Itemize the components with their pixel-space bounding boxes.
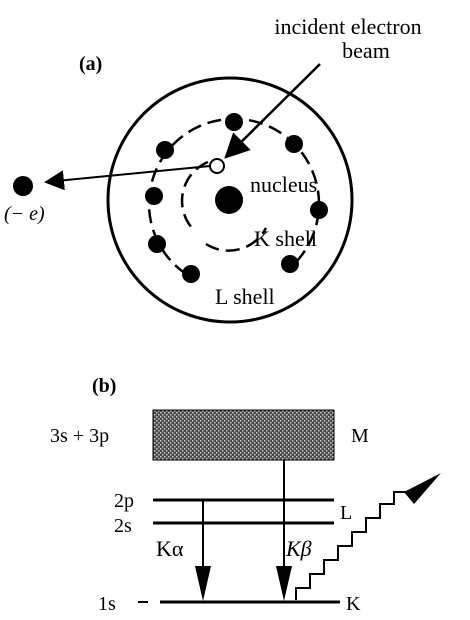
k-shell-vacancy — [210, 159, 224, 173]
electron-l-7 — [285, 135, 303, 153]
panel-b-label: (b) — [92, 375, 116, 397]
electron-l-3 — [145, 187, 163, 205]
electron-l-4 — [148, 235, 166, 253]
k-shell-orbit — [182, 162, 208, 228]
m-label: M — [351, 425, 369, 447]
m-shell-band — [153, 410, 334, 460]
k-label: K — [346, 593, 361, 615]
ejected-electron — [13, 176, 33, 196]
electron-k — [310, 201, 328, 219]
beam-label-line1: incident electron — [274, 14, 421, 39]
k-beta-arrowhead — [276, 566, 292, 601]
nucleus-label: nucleus — [250, 172, 317, 197]
level-2p-label: 2p — [114, 490, 134, 512]
xray-photon-arrowhead — [404, 473, 441, 504]
electron-l-1 — [225, 113, 243, 131]
k-shell-label: K shell — [254, 226, 317, 251]
ejected-electron-label: (− e) — [4, 203, 45, 225]
level-1s-label: 1s — [98, 593, 116, 615]
level-2s-label: 2s — [114, 515, 132, 537]
ejected-electron-arrow — [46, 166, 210, 182]
beam-label-line2: beam — [342, 38, 390, 63]
m-levels-label: 3s + 3p — [50, 425, 109, 447]
nucleus — [215, 186, 243, 214]
k-alpha-label: Kα — [156, 536, 184, 561]
k-beta-label: Kβ — [285, 536, 312, 561]
l-label: L — [340, 502, 352, 524]
electron-l-2 — [156, 141, 174, 159]
l-shell-label: L shell — [215, 284, 275, 309]
electron-l-5 — [182, 265, 200, 283]
k-alpha-arrowhead — [195, 566, 211, 601]
panel-a-label: (a) — [79, 53, 102, 75]
electron-l-6 — [281, 255, 299, 273]
